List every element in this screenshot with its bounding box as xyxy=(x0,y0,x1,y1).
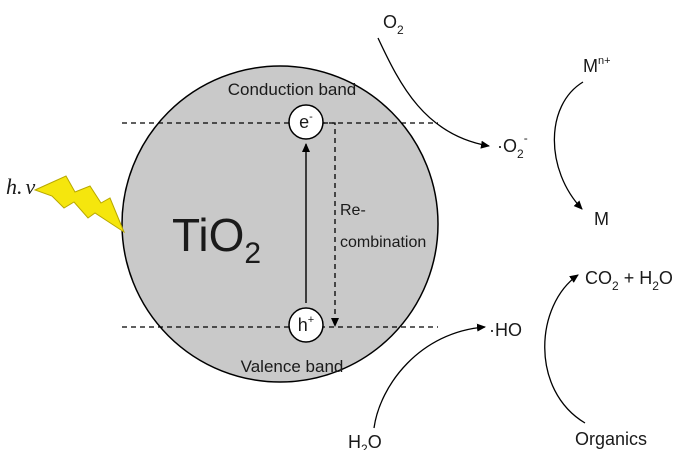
valence-band-label: Valence band xyxy=(241,357,344,376)
lightning-bolt-icon xyxy=(33,175,126,234)
metal-reduction-arrow xyxy=(553,81,584,210)
recombination-label-line1: Re- xyxy=(340,202,366,219)
o2-to-superoxide-arrow xyxy=(377,37,490,149)
metal-label: M xyxy=(594,209,609,229)
recombination-arrow xyxy=(323,122,339,327)
water-to-hydroxyl-arrow xyxy=(373,323,486,429)
products-label: CO2 + H2O xyxy=(585,268,673,293)
tio2-label: TiO2 xyxy=(172,209,261,270)
organics-oxidation-arrow xyxy=(544,274,586,424)
metal-ion-label: Mn+ xyxy=(583,55,611,76)
organics-label: Organics xyxy=(575,429,647,449)
recombination-label-line2: combination xyxy=(340,234,426,251)
hydroxyl-label: ·HO xyxy=(489,320,522,340)
hole-label: h+ xyxy=(298,314,314,335)
light-label: h.ν xyxy=(6,174,36,199)
electron-label: e- xyxy=(299,111,313,132)
hole-circle xyxy=(288,307,324,343)
water-label: H2O xyxy=(348,432,382,450)
tio2-particle xyxy=(121,65,439,383)
superoxide-label: ·O2- xyxy=(497,131,528,161)
conduction-band-label: Conduction band xyxy=(228,80,357,99)
o2-label: O2 xyxy=(383,12,404,37)
electron-circle xyxy=(288,104,324,140)
